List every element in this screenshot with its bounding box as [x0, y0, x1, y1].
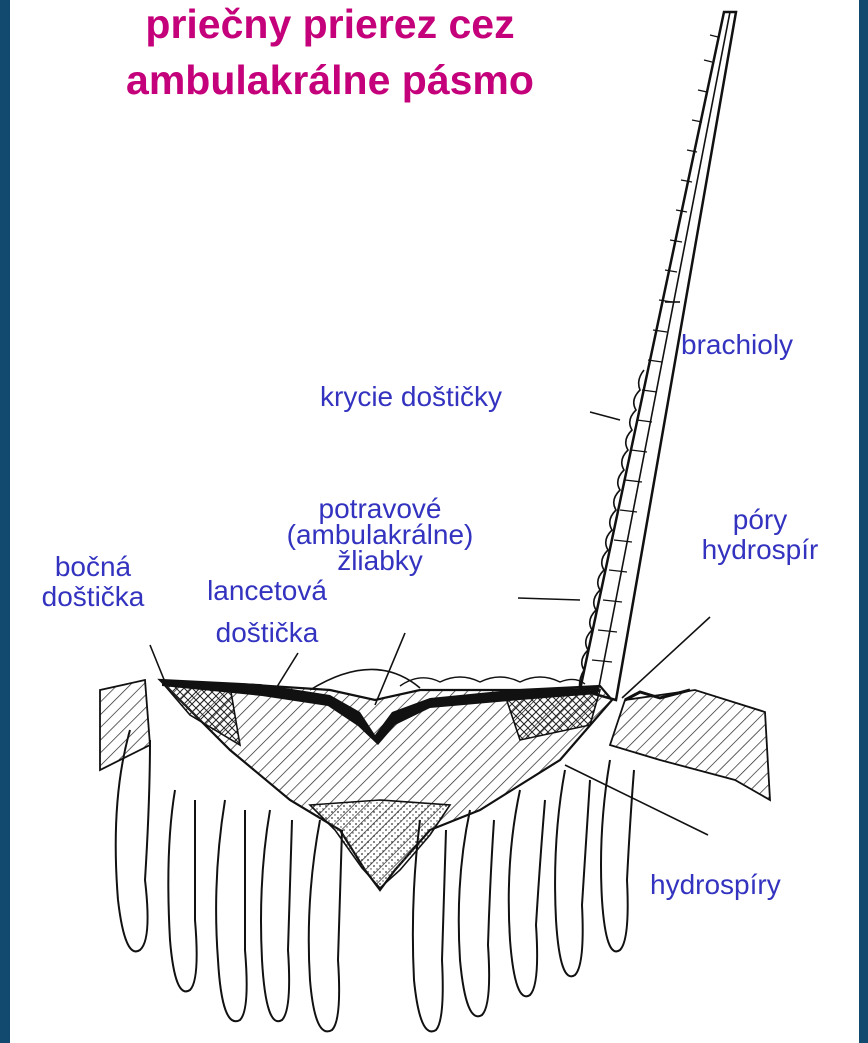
label-lancetova-line-1: lancetová	[172, 570, 362, 612]
label-potravove-zliabky: potravové (ambulakrálne) žliabky	[240, 496, 520, 574]
label-lancetova-line-2: doštička	[172, 612, 362, 654]
title-line-2: ambulakrálne pásmo	[10, 56, 650, 104]
label-pory-line-1: póry	[675, 505, 845, 535]
label-pory-hydrospir: póry hydrospír	[675, 505, 845, 565]
label-bocna-dosticka: bočná doštička	[18, 552, 168, 612]
label-bocna-line-2: doštička	[18, 582, 168, 612]
title-line-1: priečny prierez cez	[10, 0, 650, 48]
label-brachioly: brachioly	[681, 330, 793, 360]
label-krycie-dosticky: krycie doštičky	[320, 382, 502, 412]
label-lancetova-dosticka: lancetová doštička	[172, 570, 362, 654]
label-bocna-line-1: bočná	[18, 552, 168, 582]
label-hydrospiry: hydrospíry	[650, 870, 781, 900]
ambulacral-body	[160, 669, 612, 890]
label-pory-line-2: hydrospír	[675, 535, 845, 565]
